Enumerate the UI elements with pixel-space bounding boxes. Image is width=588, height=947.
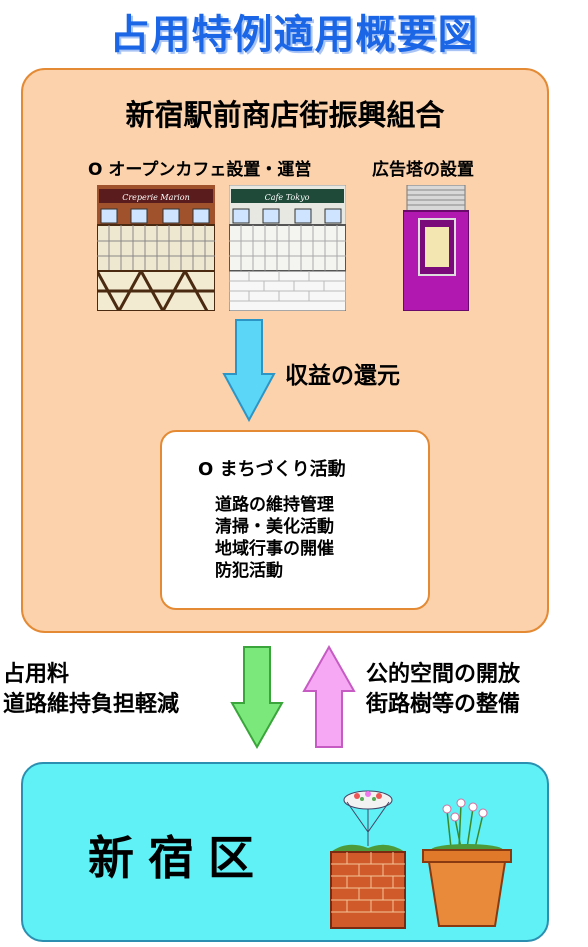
fee-down-arrow (230, 646, 284, 749)
activities-title: O まちづくり活動 (198, 459, 346, 480)
page-title: 占用特例適用概要図 (109, 12, 479, 58)
ad-tower-illustration (403, 185, 469, 311)
street-trees-line: 街路樹等の整備 (366, 692, 521, 717)
brick-planter-illustration (330, 790, 406, 929)
revenue-return-arrow (222, 319, 276, 422)
public-space-line: 公的空間の開放 (366, 662, 521, 687)
cafe-building-2-illustration: Cafe Tokyo (229, 185, 346, 311)
activities-list: 道路の維持管理 清掃・美化活動 地域行事の開催 防犯活動 (215, 494, 334, 582)
activity-item: 防犯活動 (215, 561, 283, 581)
town-activities-box (160, 430, 430, 610)
revenue-return-label: 収益の還元 (285, 363, 400, 389)
public-space-label: 公的空間の開放 街路樹等の整備 (366, 660, 520, 720)
occupancy-fee-label: 占用料 道路維持負担軽減 (3, 660, 179, 720)
cafe-1-sign: Creperie Marion (122, 193, 190, 202)
cafe-2-sign: Cafe Tokyo (265, 193, 310, 202)
activity-item: 地域行事の開催 (215, 539, 334, 559)
occupancy-fee-line: 占用料 (3, 662, 70, 687)
activity-item: 清掃・美化活動 (215, 517, 334, 537)
open-cafe-label: O オープンカフェ設置・運営 (88, 160, 312, 180)
organization-name: 新宿駅前商店街振興組合 (125, 98, 445, 132)
ad-tower-label: 広告塔の設置 (372, 160, 474, 180)
road-burden-line: 道路維持負担軽減 (3, 692, 180, 717)
ward-name: 新宿区 (88, 831, 268, 885)
activity-item: 道路の維持管理 (215, 495, 334, 515)
flower-pot-illustration (422, 798, 512, 927)
cafe-building-1-illustration: Creperie Marion (97, 185, 215, 311)
public-space-up-arrow (302, 645, 356, 748)
